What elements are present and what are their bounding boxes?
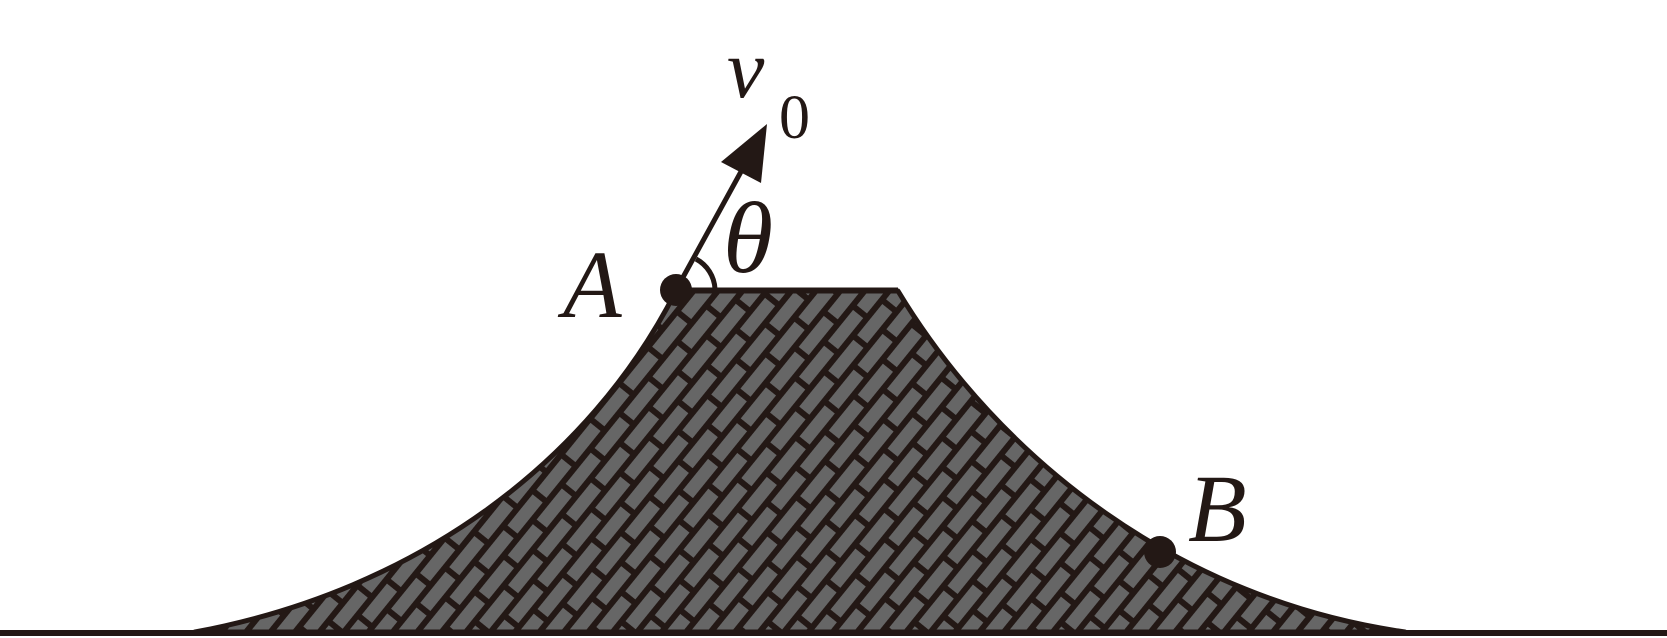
- angle-arc: [694, 256, 718, 290]
- point-a-dot: [660, 274, 692, 306]
- velocity-arrowhead: [721, 124, 767, 183]
- point-b-dot: [1144, 536, 1176, 568]
- velocity-label: v: [727, 23, 765, 116]
- angle-label: θ: [723, 182, 773, 295]
- point-a-label: A: [557, 231, 622, 338]
- velocity-subscript-label: 0: [779, 84, 810, 152]
- point-b-label: B: [1188, 455, 1247, 562]
